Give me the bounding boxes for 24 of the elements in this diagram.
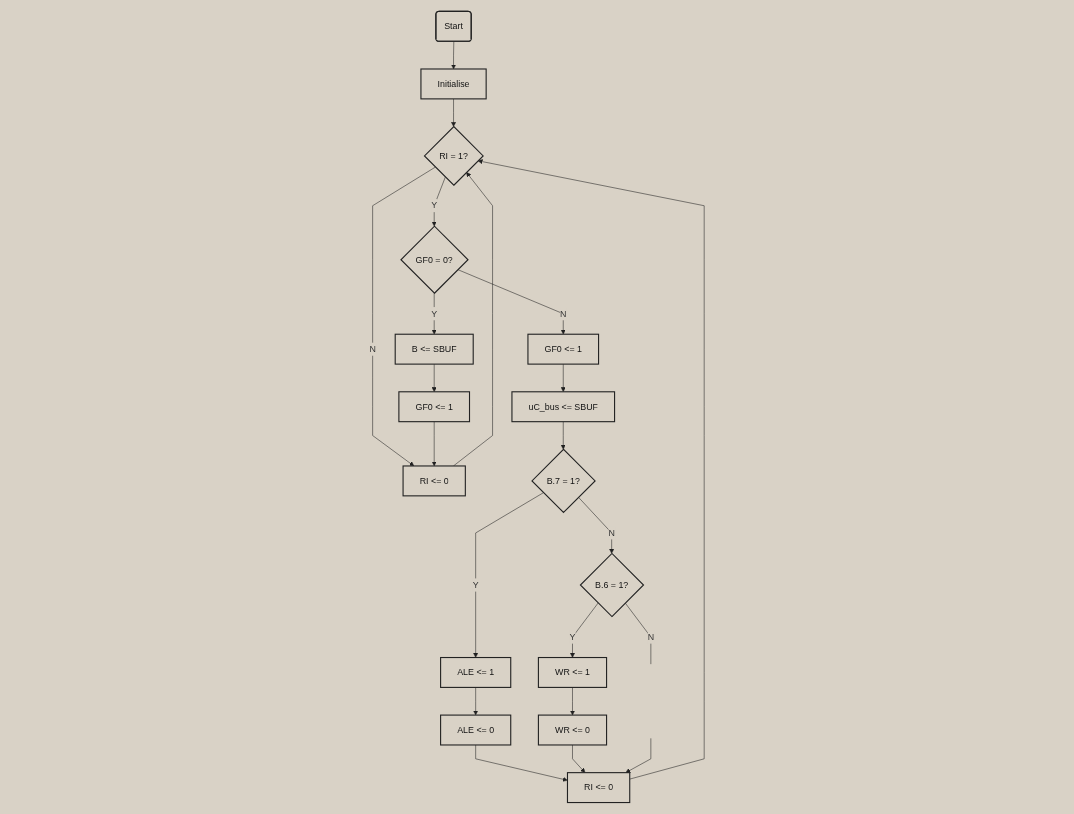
node-box: RI <= 0 — [402, 465, 467, 497]
edge-label: N — [608, 527, 616, 538]
node-box: ALE <= 0 — [440, 714, 512, 746]
node-box: WR <= 0 — [538, 714, 608, 746]
edge-label: Y — [431, 200, 438, 211]
edge-label: N — [647, 632, 655, 642]
node-box: WR <= 1 — [538, 657, 608, 688]
edge-label: N — [369, 344, 377, 354]
node-box: B <= SBUF — [394, 333, 474, 365]
node-diamond: B.7 = 1? — [531, 448, 597, 514]
node-box: GF0 <= 1 — [398, 391, 471, 423]
node-diamond: RI = 1? — [423, 125, 485, 187]
node-box: ALE <= 1 — [440, 657, 512, 688]
edge-label: Y — [472, 580, 479, 590]
edge-label: N — [560, 308, 567, 319]
node-box: RI <= 0 — [567, 772, 631, 804]
edge-label: Y — [569, 632, 576, 642]
node-diamond: GF0 = 0? — [400, 225, 469, 295]
node-box: GF0 <= 1 — [527, 333, 600, 365]
node-diamond: B.6 = 1? — [579, 552, 645, 618]
node-box: uC_bus <= SBUF — [511, 391, 616, 423]
node-box: Initialise — [420, 68, 487, 100]
edge-label: Y — [431, 308, 438, 319]
connector — [625, 602, 652, 665]
